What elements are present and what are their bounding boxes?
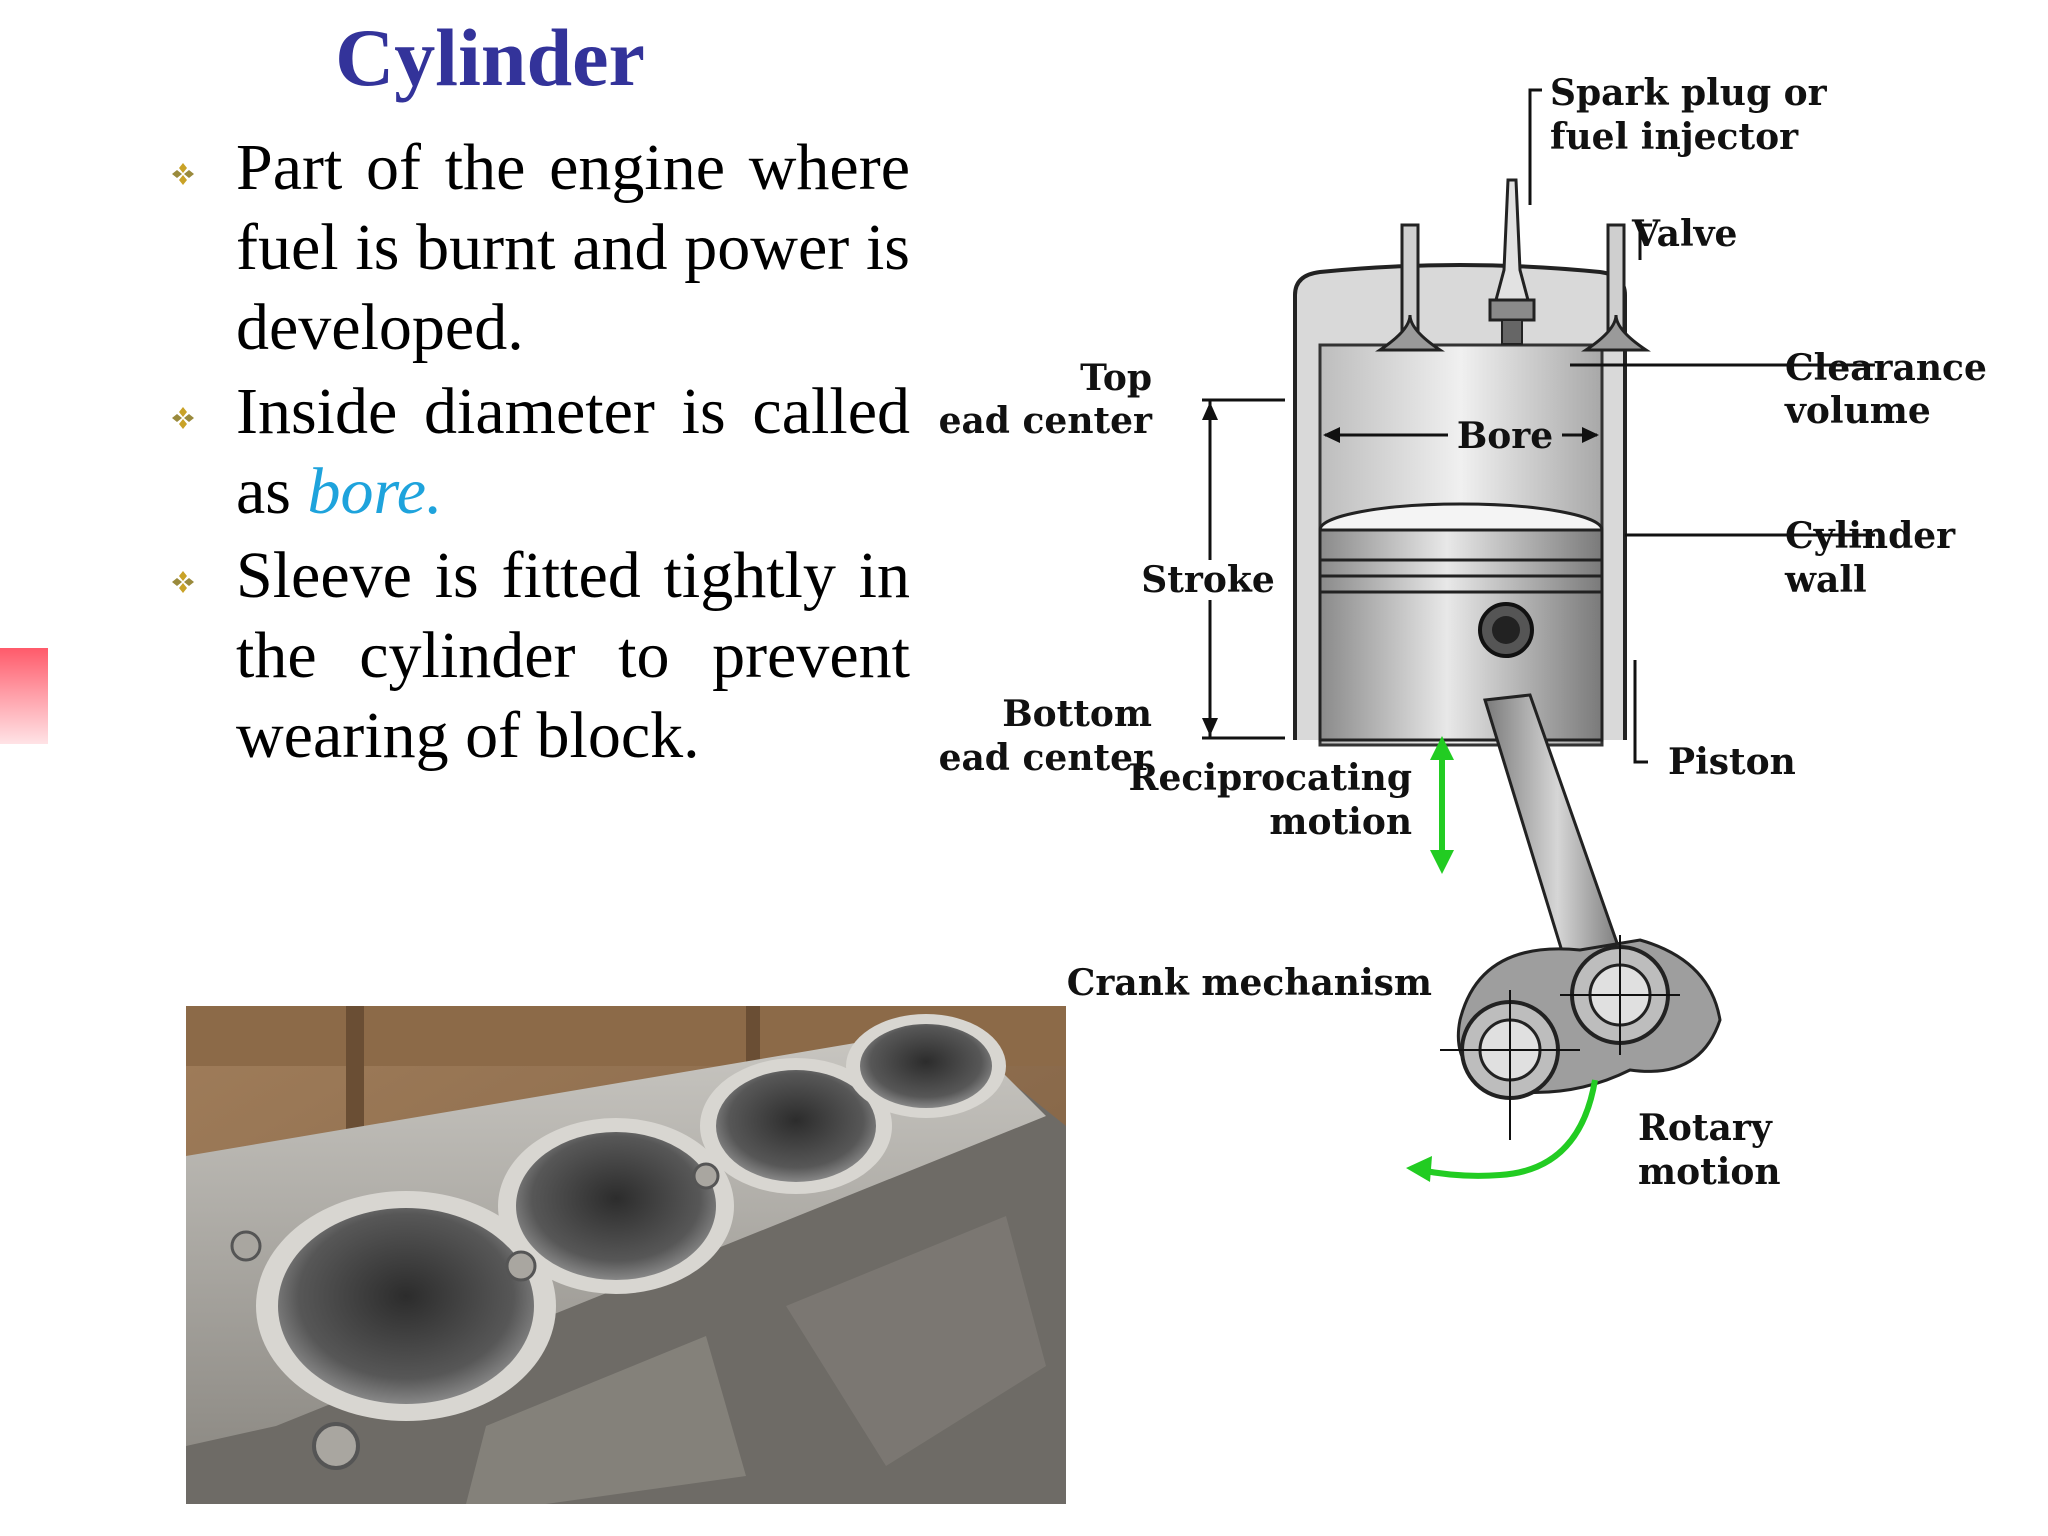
- diamond-cluster-icon: [172, 571, 194, 593]
- label-clearance-1: Clearance: [1785, 347, 1987, 389]
- label-cylinder-wall-1: Cylinder: [1785, 515, 1956, 557]
- label-top-dead-center-2: dead center: [940, 400, 1153, 442]
- diagram-labels: Spark plug or fuel injector Valve Cleara…: [940, 72, 1987, 1193]
- leader-lines: [1528, 88, 1875, 764]
- label-rotary-1: Rotary: [1638, 1107, 1773, 1149]
- rotary-arrow: [1406, 1079, 1598, 1182]
- slide-title: Cylinder: [335, 12, 645, 103]
- bore-dimension: [1323, 427, 1599, 443]
- cylinder-diagram: Spark plug or fuel injector Valve Cleara…: [940, 72, 1987, 1193]
- diamond-cluster-icon: [172, 163, 194, 185]
- spark-plug: [1488, 178, 1536, 345]
- valve-right: [1581, 223, 1651, 352]
- label-spark-plug-1: Spark plug or: [1550, 72, 1828, 114]
- label-bore: Bore: [1457, 415, 1553, 457]
- label-bottom-dead-center-1: Bottom: [1002, 693, 1152, 735]
- valve-left: [1375, 223, 1445, 352]
- label-cylinder-wall-2: wall: [1784, 559, 1867, 601]
- bullet-item: Part of the engine where fuel is burnt a…: [170, 128, 910, 368]
- diamond-cluster-icon: [172, 407, 194, 429]
- label-spark-plug-2: fuel injector: [1550, 116, 1799, 158]
- label-reciprocating-1: Reciprocating: [1129, 757, 1412, 799]
- reciprocating-arrow: [1430, 736, 1454, 874]
- engine-block-illustration: [186, 1006, 1066, 1504]
- label-valve: Valve: [1631, 213, 1737, 255]
- label-stroke: Stroke: [1141, 559, 1274, 601]
- label-top-dead-center-1: Top: [1080, 357, 1152, 399]
- side-accent-bar: [0, 648, 48, 744]
- bullet-text: Sleeve is fitted tightly in the cylinder…: [236, 539, 910, 772]
- bullet-item: Sleeve is fitted tightly in the cylinder…: [170, 536, 910, 776]
- bullet-list: Part of the engine where fuel is burnt a…: [170, 128, 910, 780]
- label-crank-mechanism: Crank mechanism: [1067, 962, 1432, 1004]
- label-rotary-2: motion: [1638, 1151, 1781, 1193]
- bullet-item: Inside diameter is called as bore.: [170, 372, 910, 532]
- bullet-text-plain: Inside diameter is called as: [236, 375, 910, 528]
- label-clearance-2: volume: [1784, 390, 1931, 432]
- bullet-text: Part of the engine where fuel is burnt a…: [236, 131, 910, 364]
- stroke-dimension: [1202, 398, 1285, 740]
- label-reciprocating-2: motion: [1269, 801, 1412, 843]
- bore-emphasis: bore.: [307, 455, 443, 528]
- engine-block-photo: [186, 1006, 1066, 1504]
- label-bottom-dead-center-2: dead center: [940, 737, 1153, 779]
- label-piston: Piston: [1668, 741, 1796, 783]
- bullet-text: Inside diameter is called as bore.: [236, 372, 910, 532]
- crank-mechanism: [1440, 935, 1722, 1140]
- piston: [1318, 502, 1604, 742]
